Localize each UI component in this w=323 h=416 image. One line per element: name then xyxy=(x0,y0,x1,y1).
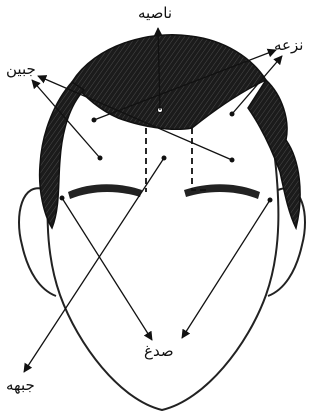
right-eyebrow xyxy=(184,184,260,199)
label-nasiyeh: ناصیه xyxy=(138,6,172,21)
label-jabin: جبین xyxy=(6,62,36,77)
dashed-line-right xyxy=(192,128,206,190)
arrow-sudgh-left xyxy=(62,198,152,340)
label-nazeh: نزعه xyxy=(274,38,303,53)
left-eyebrow xyxy=(68,184,142,199)
label-jebheh: جبهه xyxy=(6,378,35,393)
label-sudgh: صدغ xyxy=(144,344,174,359)
left-side-hair xyxy=(40,82,84,228)
right-side-hair xyxy=(248,80,300,228)
forelock-hair xyxy=(72,35,266,130)
